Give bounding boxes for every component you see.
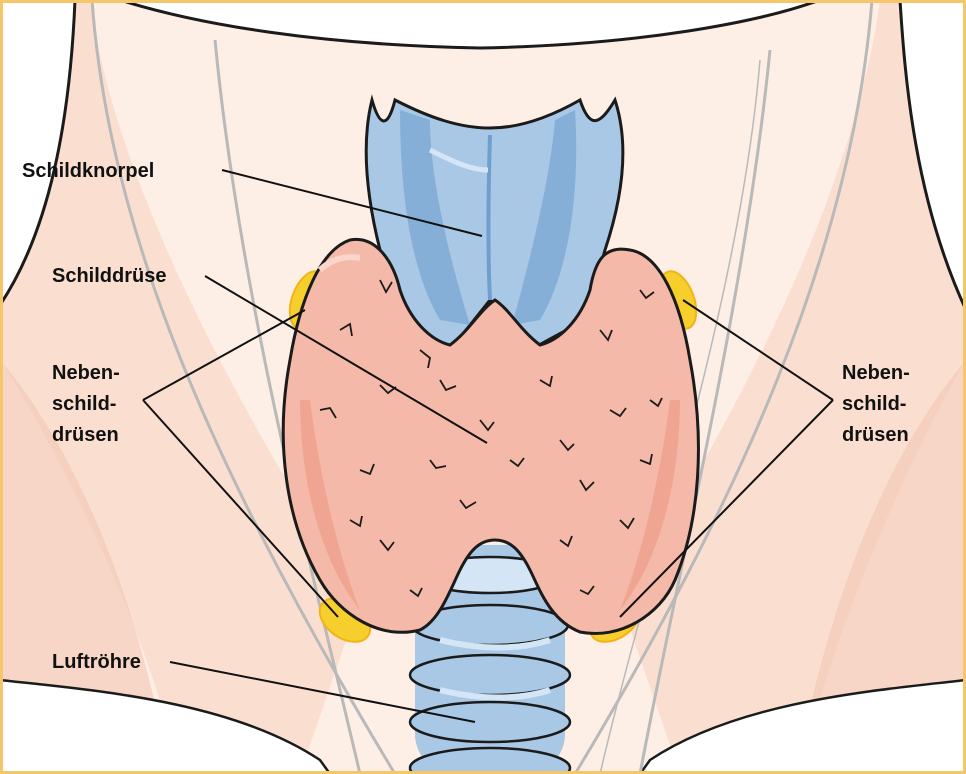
label-parathyroid-left-line2: schild- bbox=[52, 393, 116, 415]
label-parathyroid-right-line1: Neben- bbox=[842, 362, 910, 384]
label-parathyroid-left-line3: drüsen bbox=[52, 424, 119, 446]
label-thyroid-gland: Schilddrüse bbox=[52, 265, 166, 287]
label-parathyroid-left-line1: Neben- bbox=[52, 362, 120, 384]
label-parathyroid-right-line3: drüsen bbox=[842, 424, 909, 446]
label-thyroid-cartilage: Schildknorpel bbox=[22, 160, 154, 182]
label-trachea: Luftröhre bbox=[52, 651, 141, 673]
label-parathyroid-right-line2: schild- bbox=[842, 393, 906, 415]
